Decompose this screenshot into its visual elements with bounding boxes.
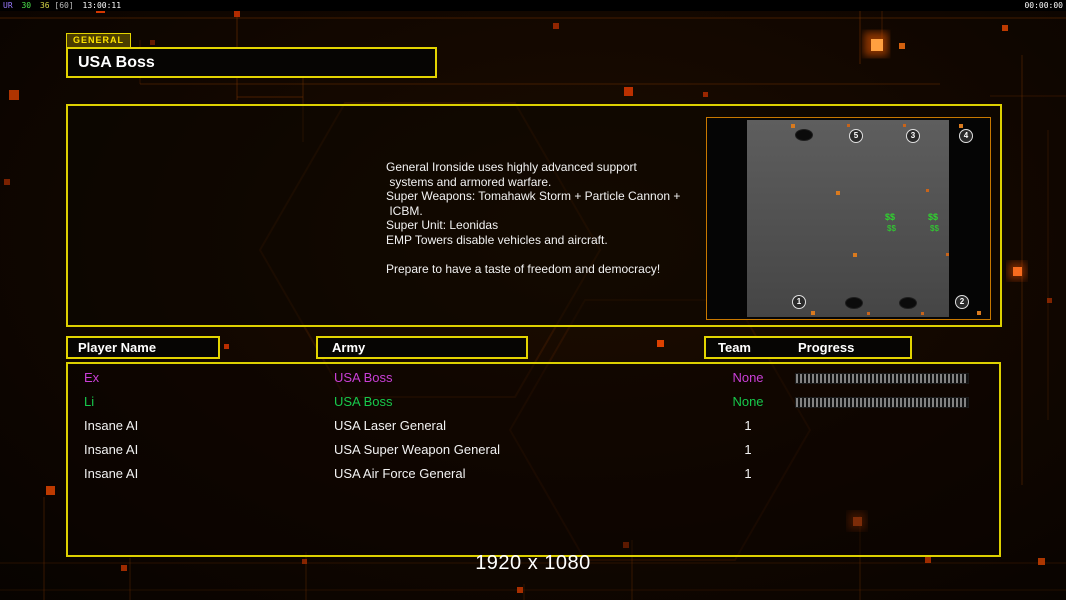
player-team: None [732, 370, 764, 385]
player-name: Insane AI [84, 466, 139, 481]
player-team: 1 [744, 466, 752, 481]
player-team: None [732, 394, 764, 409]
player-row: Ex USA Boss None [68, 368, 999, 388]
description-line: ICBM. [386, 203, 423, 218]
map-supply-marker: $$ [930, 224, 939, 233]
map-spawn-marker-1: 1 [792, 295, 806, 309]
map-unit-marker [836, 191, 840, 195]
match-timer: 00:00:00 [1024, 1, 1063, 10]
player-army: USA Super Weapon General [334, 442, 500, 457]
map-unit-marker [903, 124, 906, 127]
player-army: USA Boss [334, 394, 393, 409]
hud-segment: [60] [54, 1, 74, 10]
player-name: Insane AI [84, 418, 139, 433]
player-list-panel: Ex USA Boss None Li USA Boss None Insane… [66, 362, 1001, 557]
player-army: USA Laser General [334, 418, 447, 433]
column-header-team-progress: Team Progress [704, 336, 912, 359]
player-name: Li [84, 394, 95, 409]
description-line: EMP Towers disable vehicles and aircraft… [386, 232, 608, 247]
map-spawn-marker-2: 2 [955, 295, 969, 309]
load-progress-bar [795, 373, 969, 384]
map-unit-marker [946, 253, 949, 256]
description-line: Super Weapons: Tomahawk Storm + Particle… [386, 189, 681, 203]
general-name-box: USA Boss [66, 47, 437, 78]
map-spawn-marker-4: 4 [959, 129, 973, 143]
map-unit-marker [977, 311, 981, 315]
resolution-text: 1920 x 1080 [475, 552, 591, 574]
player-team: 1 [744, 442, 752, 457]
player-row: Insane AI USA Laser General 1 [68, 416, 999, 436]
column-header-player-name: Player Name [66, 336, 220, 359]
general-name: USA Boss [78, 54, 155, 71]
general-description: General Ironside uses highly advanced su… [386, 160, 726, 276]
player-row: Insane AI USA Super Weapon General 1 [68, 440, 999, 460]
description-line: Super Unit: Leonidas [386, 218, 499, 232]
map-supply-marker: $$ [887, 224, 896, 233]
hud-segment: 36 [39, 1, 50, 10]
debug-stats: UR 30 36 [60] 13:00:11 [3, 0, 125, 11]
map-preview: 5 3 4 1 2 $$ $$ $$ $$ [706, 117, 991, 320]
map-supply-marker: $$ [885, 212, 896, 222]
map-unit-marker [853, 253, 857, 257]
map-structure-marker [795, 129, 813, 141]
map-unit-marker [867, 312, 870, 315]
player-row: Insane AI USA Air Force General 1 [68, 464, 999, 484]
map-supply-marker: $$ [928, 212, 939, 222]
hud-clock: 13:00:11 [82, 1, 122, 10]
map-unit-marker [921, 312, 924, 315]
column-header-team: Team [718, 340, 751, 355]
hud-segment: 30 [21, 1, 32, 10]
map-structure-marker [845, 297, 863, 309]
player-name: Insane AI [84, 442, 139, 457]
map-terrain: 5 3 4 1 2 $$ $$ $$ $$ [747, 120, 981, 317]
player-row: Li USA Boss None [68, 392, 999, 412]
player-name: Ex [84, 370, 100, 385]
description-line: systems and armored warfare. [386, 174, 552, 189]
description-line: Prepare to have a taste of freedom and d… [386, 261, 661, 276]
top-status-bar: UR 30 36 [60] 13:00:11 00:00:00 [0, 0, 1066, 11]
map-unit-marker [926, 189, 929, 192]
load-progress-bar [795, 397, 969, 408]
description-line: General Ironside uses highly advanced su… [386, 160, 637, 174]
player-army: USA Boss [334, 370, 393, 385]
player-team: 1 [744, 418, 752, 433]
column-header-progress: Progress [798, 340, 855, 355]
map-unit-marker [811, 311, 815, 315]
map-unit-marker [791, 124, 795, 128]
map-spawn-marker-5: 5 [849, 129, 863, 143]
map-unit-marker [847, 124, 850, 127]
column-header-army: Army [316, 336, 528, 359]
map-structure-marker [899, 297, 917, 309]
description-line [386, 247, 726, 262]
map-spawn-marker-3: 3 [906, 129, 920, 143]
map-unit-marker [959, 124, 963, 128]
player-army: USA Air Force General [334, 466, 466, 481]
hud-segment: UR [3, 1, 13, 10]
